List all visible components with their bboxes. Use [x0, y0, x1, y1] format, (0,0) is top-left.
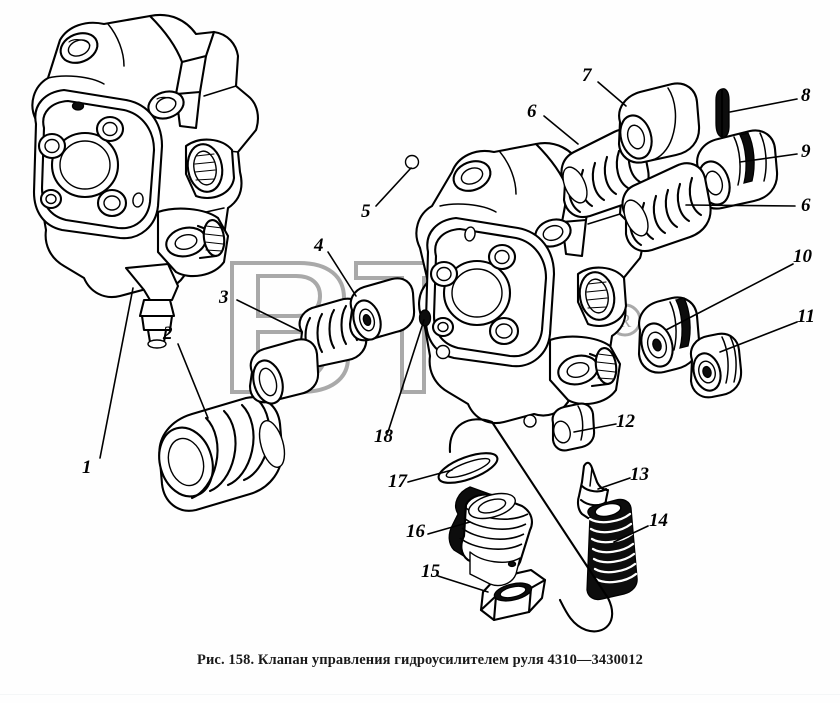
assembly-group-bracket	[448, 418, 614, 633]
part-2-sleeve	[158, 396, 286, 512]
callout-3: 3	[219, 287, 229, 308]
part-5-check-ball	[404, 154, 420, 170]
callout-15: 15	[421, 561, 440, 582]
callout-1: 1	[82, 457, 92, 478]
part-4-plunger	[348, 277, 416, 342]
callout-4: 4	[314, 235, 324, 256]
callout-13: 13	[630, 464, 649, 485]
part-12-pin	[551, 402, 596, 452]
callout-6-upper: 6	[527, 101, 537, 122]
callout-17: 17	[388, 471, 407, 492]
part-14-spring-dark	[586, 498, 638, 601]
part-11-seat-ring-small	[689, 332, 743, 399]
callout-2: 2	[163, 323, 173, 344]
callout-14: 14	[649, 510, 668, 531]
callout-8: 8	[801, 85, 811, 106]
small-ball-2	[523, 414, 537, 428]
callout-9: 9	[801, 141, 811, 162]
page-baseline-rule	[0, 694, 840, 695]
callout-11: 11	[797, 306, 815, 327]
small-ball-3	[435, 344, 451, 360]
part-1-housing-left	[31, 14, 259, 349]
part-18-port-hole	[418, 309, 432, 327]
leader-lines	[99, 81, 798, 593]
callout-10: 10	[793, 246, 812, 267]
part-16-fitting	[448, 486, 533, 587]
part-10-seat-ring	[637, 296, 701, 374]
figure-caption: Рис. 158. Клапан управления гидроусилите…	[197, 652, 643, 668]
callout-18: 18	[374, 426, 393, 447]
part-7-bushing	[617, 82, 701, 164]
part-6-spring-lower	[621, 162, 712, 253]
callout-6-lower: 6	[801, 195, 811, 216]
callout-5: 5	[361, 201, 371, 222]
callout-12: 12	[616, 411, 635, 432]
callout-7: 7	[582, 65, 592, 86]
part-8-shim	[715, 88, 730, 138]
callout-16: 16	[406, 521, 425, 542]
part-17-seal-ring	[437, 452, 499, 484]
